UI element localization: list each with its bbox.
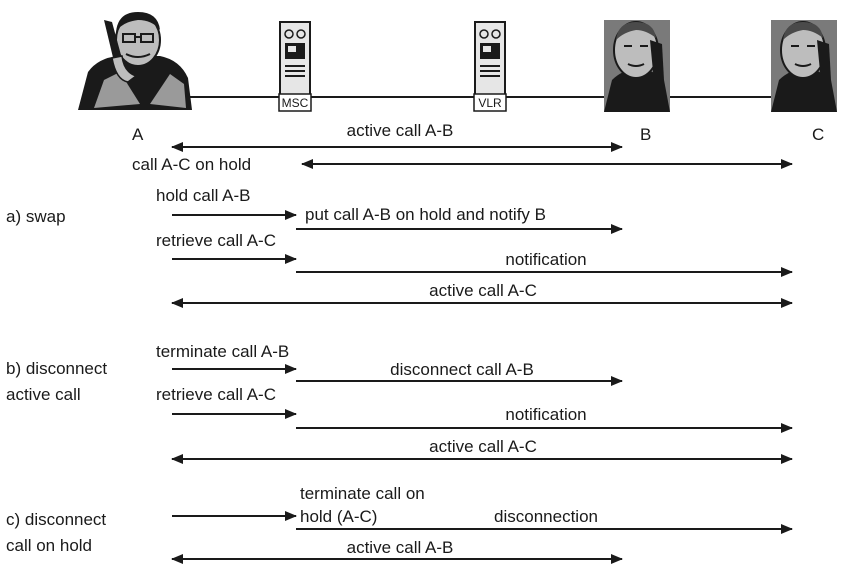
active-call-ab-c-label: active call A-B <box>347 538 454 557</box>
retrieve-call-ac-b-label: retrieve call A-C <box>156 385 276 404</box>
notification-a-label: notification <box>505 250 586 269</box>
vlr-label: VLR <box>478 96 502 110</box>
vlr-register-icon <box>473 21 507 112</box>
section-b-title-line1: b) disconnect <box>6 359 107 378</box>
section-c-title-line1: c) disconnect <box>6 510 106 529</box>
person-a-icon <box>78 12 192 110</box>
active-call-ac-b-label: active call A-C <box>429 437 537 456</box>
entity-b-label: B <box>640 125 651 144</box>
person-c-icon <box>771 20 837 112</box>
disconnection-label: disconnection <box>494 507 598 526</box>
entity-a-label: A <box>132 125 144 144</box>
entity-c-label: C <box>812 125 824 144</box>
terminate-call-on-hold-line2: hold (A-C) <box>300 507 377 526</box>
section-a-title: a) swap <box>6 207 66 226</box>
retrieve-call-ac-a-label: retrieve call A-C <box>156 231 276 250</box>
msc-label: MSC <box>282 96 309 110</box>
active-call-ab-top-label: active call A-B <box>347 121 454 140</box>
msc-switch-icon <box>278 21 312 112</box>
terminate-call-on-hold-line1: terminate call on <box>300 484 425 503</box>
call-ac-on-hold-label: call A-C on hold <box>132 155 251 174</box>
person-b-icon <box>604 20 670 112</box>
notification-b-label: notification <box>505 405 586 424</box>
section-c-title-line2: call on hold <box>6 536 92 555</box>
section-b-title-line2: active call <box>6 385 81 404</box>
hold-call-ab-label: hold call A-B <box>156 186 251 205</box>
terminate-call-ab-label: terminate call A-B <box>156 342 289 361</box>
active-call-ac-a-label: active call A-C <box>429 281 537 300</box>
put-hold-notify-b-label: put call A-B on hold and notify B <box>305 205 546 224</box>
disconnect-call-ab-label: disconnect call A-B <box>390 360 534 379</box>
